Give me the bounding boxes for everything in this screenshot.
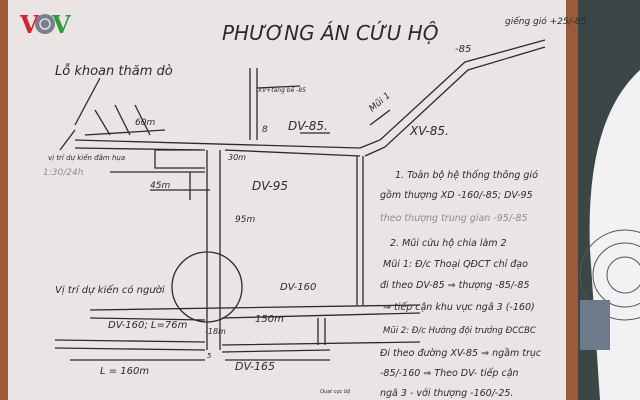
note-line: gồm thượng XD -160/-85; DV-95	[380, 190, 533, 201]
right-raise	[356, 156, 364, 305]
diagram-labels: giếng gió +25/-85 -85 Lỗ khoan thăm dò X…	[43, 16, 587, 395]
xv85-incline	[359, 39, 546, 157]
people-position-label: Vị trí dự kiến có người	[55, 283, 165, 296]
dv95-label: DV-95	[252, 179, 288, 193]
len-60-label: 60m	[135, 118, 155, 128]
background-device	[580, 300, 610, 350]
svg-text:V: V	[19, 10, 39, 39]
dv85-label: DV-85.	[288, 119, 328, 133]
dv95-gallery	[110, 149, 205, 200]
dimension-lines	[70, 189, 330, 361]
borehole-lines	[59, 77, 166, 151]
note-line: Đi theo đường XV-85 ⇒ ngầm trục	[380, 348, 542, 359]
len-30-label: 30m	[228, 153, 246, 162]
note-line: Mũi 2: Đ/c Hướng đội trưởng ĐCCBC	[383, 325, 536, 336]
note-line: ngã 3 - với thượng -160/-25.	[380, 388, 513, 399]
svg-text:V: V	[51, 10, 71, 39]
borehole-label: Lỗ khoan thăm dò	[55, 64, 173, 79]
shaft-label: giếng gió +25/-85	[505, 16, 587, 27]
len-150-label: 150m	[255, 314, 284, 325]
xv-branch	[249, 68, 301, 140]
connector	[317, 318, 326, 345]
expected-position-label: vị trí dự kiến đầm hụa	[48, 154, 125, 162]
len-45-label: 45m	[150, 181, 170, 191]
dv160-length-label: DV-160; L=76m	[108, 320, 188, 331]
note-line: ⇒ tiếp cận khu vực ngã 3 (-160)	[383, 302, 535, 313]
board-surface	[8, 0, 566, 400]
people-location-circle	[171, 251, 243, 323]
note-line: Mũi 1: Đ/c Thoại QĐCT chỉ đạo	[383, 259, 528, 270]
dv165-label: DV-165	[235, 360, 275, 373]
len-160-label: L = 160m	[100, 366, 149, 377]
level-85-label: -85	[455, 44, 471, 55]
board-title: PHƯƠNG ÁN CỨU HỘ	[222, 21, 438, 45]
rescue-notes: 1. Toàn bộ hệ thống thông gió gồm thượng…	[380, 170, 542, 399]
dv165-gallery	[54, 339, 421, 353]
len-5-label: 5	[207, 352, 212, 360]
dv160-gallery	[89, 304, 421, 321]
xv85-label: XV-85.	[409, 124, 449, 138]
note-line: đi theo DV-85 ⇒ thượng -85/-85	[380, 280, 530, 291]
time-note: 1:30/24h	[43, 168, 84, 178]
note-line: 2. Mũi cứu hộ chia làm 2	[390, 238, 507, 249]
len-95-label: 95m	[235, 215, 255, 225]
note-line: theo thượng trung gian -95/-85	[380, 213, 528, 224]
fan	[579, 229, 640, 321]
note-line: 1. Toàn bộ hệ thống thông gió	[395, 170, 538, 181]
mine-tunnels	[54, 39, 546, 361]
mark-8-label: 8	[262, 125, 268, 135]
vertical-raise	[206, 150, 221, 350]
borehole-hatches	[94, 104, 151, 136]
len-18-label: -18m	[205, 327, 226, 336]
small-box-label: Quạt cục bộ	[320, 388, 350, 395]
vov-logo: V V	[19, 10, 71, 39]
note-line: -85/-160 ⇒ Theo DV- tiếp cận	[380, 368, 519, 379]
dv160-label: DV-160	[280, 282, 316, 293]
arrows	[300, 109, 391, 134]
xv-top-label: XV+tầng bể -85	[257, 87, 306, 94]
